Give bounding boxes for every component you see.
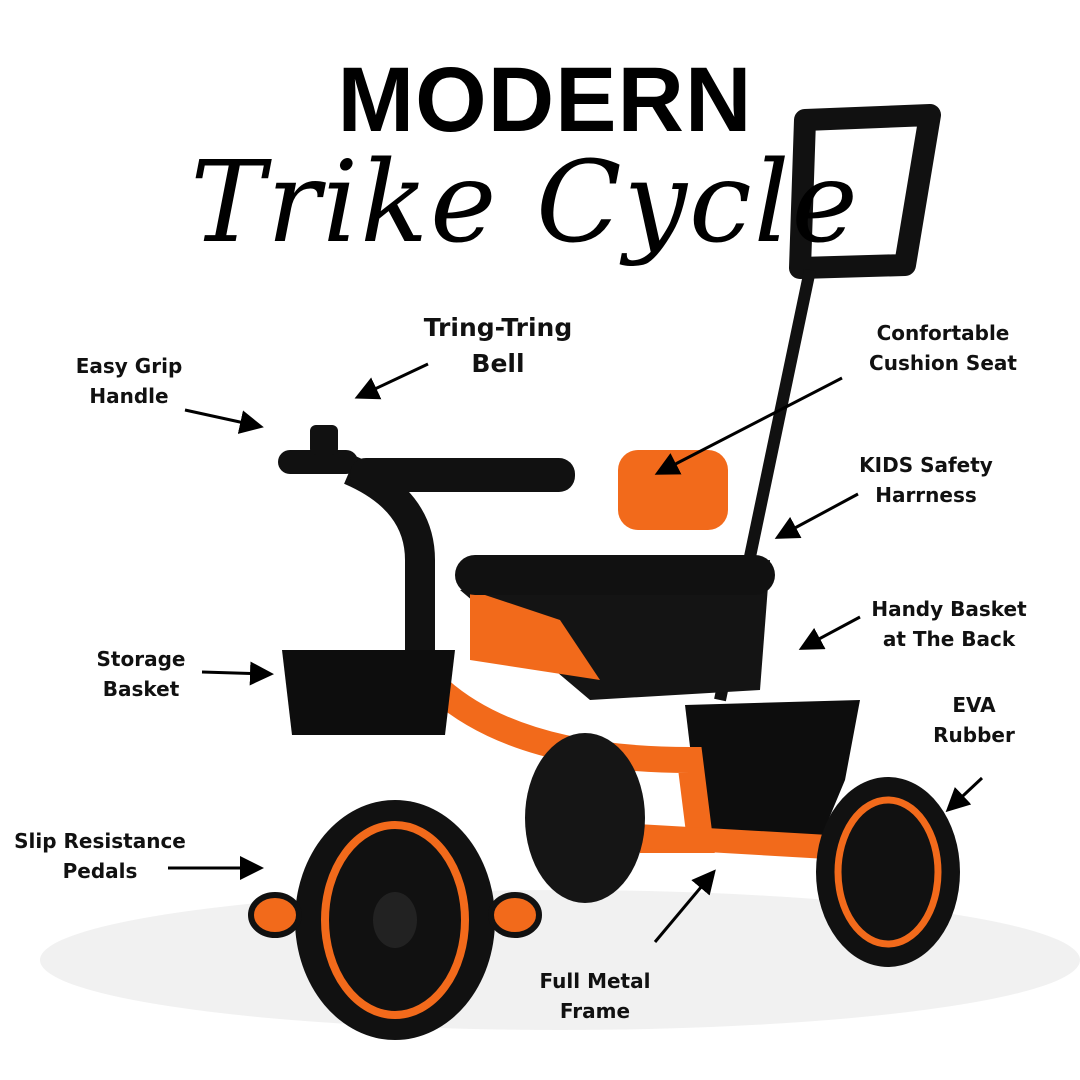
label-line: Basket xyxy=(102,677,180,701)
label-line: Easy Grip xyxy=(75,354,183,378)
parent-push-handle xyxy=(789,104,941,279)
arrow-eva xyxy=(945,776,984,813)
safety-guard-bar xyxy=(455,555,775,595)
rear-wheel-left xyxy=(525,733,645,903)
label-back-basket: Handy Basket at The Back xyxy=(871,594,1026,654)
arrow-frame xyxy=(653,869,716,943)
label-eva: EVA Rubber xyxy=(933,690,1015,750)
label-line: Cushion Seat xyxy=(869,351,1017,375)
front-wheel xyxy=(295,800,495,1040)
label-line: Tring-Tring xyxy=(423,313,573,342)
callout-arrows xyxy=(168,362,984,943)
arrow-grip xyxy=(184,408,264,434)
rear-basket xyxy=(685,700,860,840)
arrow-bell xyxy=(354,362,429,400)
pedal-right xyxy=(488,892,542,938)
title-modern: MODERN xyxy=(337,49,753,151)
label-line: EVA xyxy=(952,693,996,717)
seat-side-panel xyxy=(470,590,600,680)
storage-basket xyxy=(282,650,455,735)
bell xyxy=(310,425,338,455)
label-line: Slip Resistance xyxy=(14,829,186,853)
label-line: Handy Basket xyxy=(871,597,1027,621)
label-line: Full Metal xyxy=(539,969,651,993)
pedal-left xyxy=(248,892,302,938)
label-line: Handle xyxy=(89,384,169,408)
handlebar-stem xyxy=(343,456,435,680)
label-line: Frame xyxy=(559,999,631,1023)
label-line: Rubber xyxy=(933,723,1015,747)
arrow-storage xyxy=(201,661,274,686)
arrow-back-basket xyxy=(798,615,861,650)
grip-left xyxy=(278,450,358,474)
arrow-seat xyxy=(654,376,843,475)
label-line: Bell xyxy=(471,349,525,378)
label-line: Storage xyxy=(96,647,186,671)
label-line: KIDS Safety xyxy=(859,453,993,477)
cushion-seat xyxy=(618,450,728,530)
label-line: Pedals xyxy=(62,859,138,883)
label-line: Harrness xyxy=(875,483,977,507)
label-line: at The Back xyxy=(882,627,1016,651)
handlebar xyxy=(350,458,575,492)
rear-wheel xyxy=(816,777,960,967)
arrow-harness xyxy=(774,492,859,539)
title-trike-cycle: Trike Cycle xyxy=(190,138,860,268)
label-line: Confortable xyxy=(876,321,1010,345)
